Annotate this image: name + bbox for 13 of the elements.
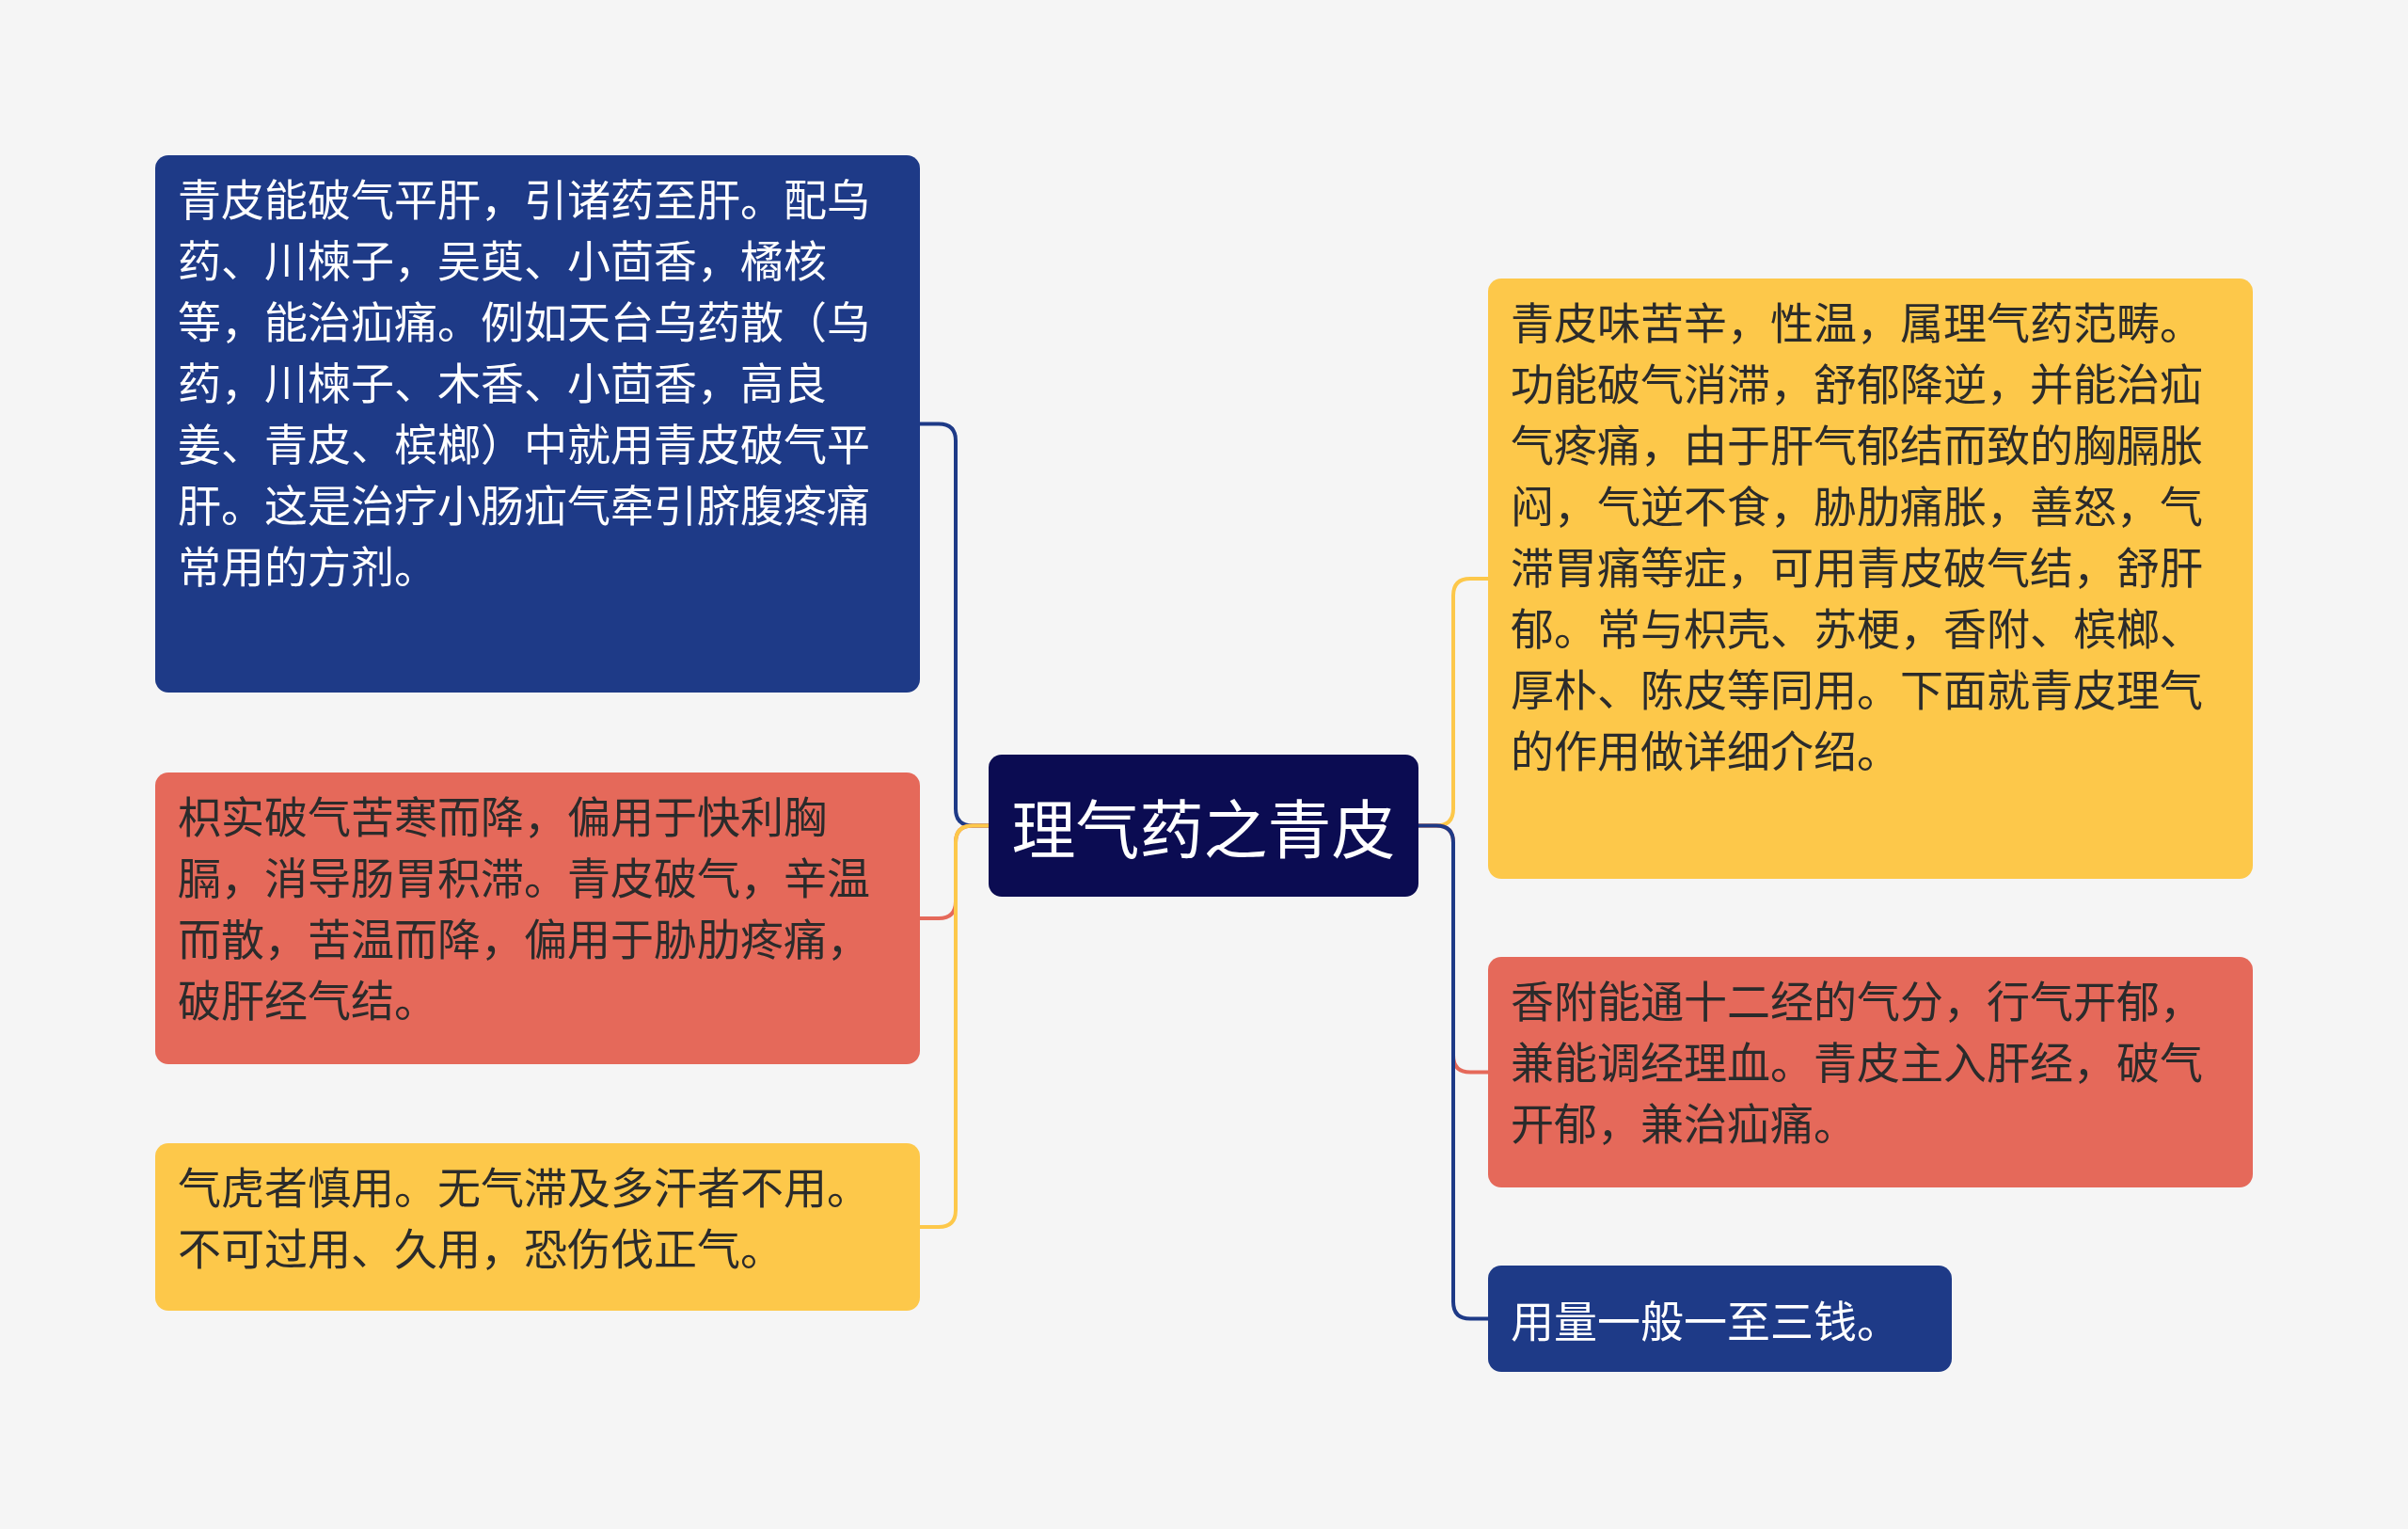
subtopic-box: [1488, 279, 2253, 879]
subtopic-box: [155, 155, 920, 693]
topic-text: 香附能通十二经的气分，行气开郁，兼能调经理血。青皮主入肝经，破气开郁，兼治疝痛。: [1511, 968, 2204, 1152]
subtopic-box: [1488, 1266, 1952, 1372]
topic-text: 用量一般一至三钱。: [1511, 1288, 1901, 1349]
subtopic-box: [1488, 957, 2253, 1187]
topic-text: 气虎者慎用。无气滞及多汗者不用。不可过用、久用，恐伤伐正气。: [178, 1155, 871, 1277]
topic-text: 青皮能破气平肝，引诸药至肝。配乌药、川楝子，吴萸、小茴香，橘核等，能治疝痛。例如天台乌药散（乌药，川楝子、木香、小茴香，高良姜、青皮、槟榔）中就用青皮破气平肝。这是治疗小肠疝气牵引脐腹疼痛常用的方剂。: [178, 167, 871, 595]
central-topic-box: [989, 755, 1418, 897]
topic-text: 青皮味苦辛，性温，属理气药范畴。功能破气消滞，舒郁降逆，并能治疝气疼痛，由于肝气郁结而致的胸膈胀闷，气逆不食，胁肋痛胀，善怒，气滞胃痛等症，可用青皮破气结，舒肝郁。常与枳壳、苏梗，香附、槟榔、厚朴、陈皮等同用。下面就青皮理气的作用做详细介绍。: [1511, 290, 2204, 779]
topic-text: 枳实破气苦寒而降，偏用于快利胸膈，消导肠胃积滞。青皮破气，辛温而散，苦温而降，偏用于胁肋疼痛，破肝经气结。: [178, 784, 871, 1028]
subtopic-box: [155, 1143, 920, 1311]
subtopic-box: [155, 772, 920, 1064]
